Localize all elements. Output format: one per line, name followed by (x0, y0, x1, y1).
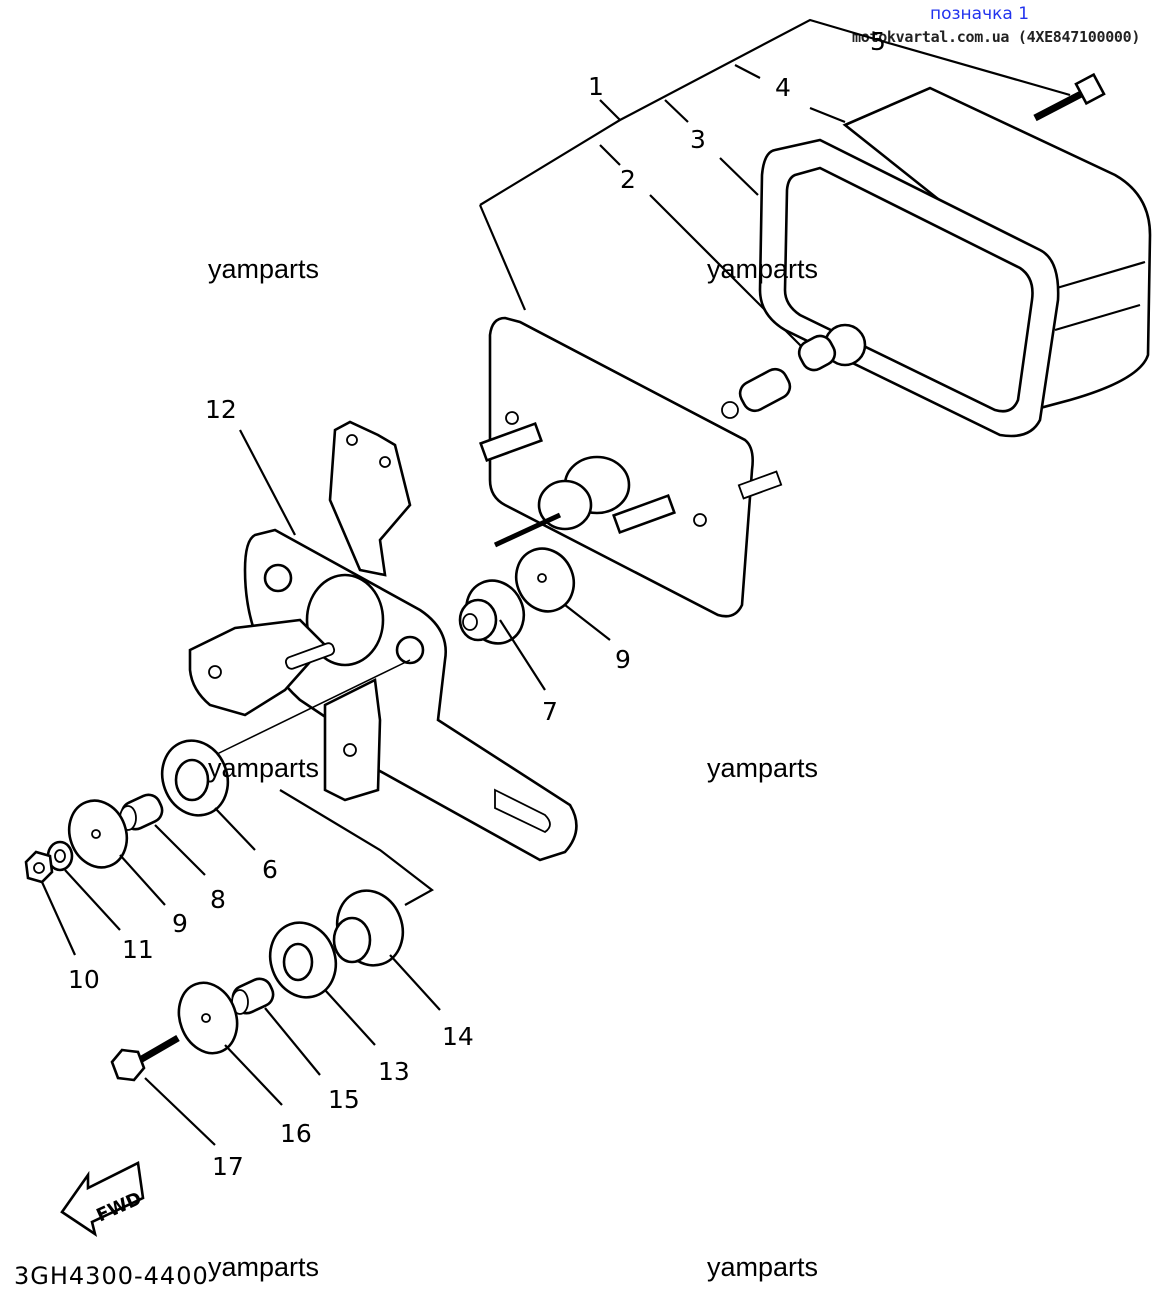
gasket-part-3 (758, 138, 1060, 438)
watermark: yamparts (208, 254, 320, 284)
watermark: yamparts (707, 254, 819, 284)
part-number-9-lower: 9 (172, 909, 188, 938)
part-number-7: 7 (542, 697, 558, 726)
grommet-part-13 (268, 921, 338, 999)
part-number-14: 14 (442, 1022, 474, 1051)
washer-part-9-upper (514, 547, 576, 613)
part-number-15: 15 (328, 1085, 360, 1114)
base-plate-part-1 (479, 316, 783, 618)
watermark: yamparts (707, 753, 819, 783)
part-number-3: 3 (690, 125, 706, 154)
part-number-labels: 1 2 3 4 5 6 7 8 9 9 10 11 12 13 14 15 16… (68, 27, 886, 1181)
part-number-1: 1 (588, 72, 604, 101)
part-number-9-upper: 9 (615, 645, 631, 674)
part-number-13: 13 (378, 1057, 410, 1086)
number-leaders (40, 604, 611, 1146)
bracket-part-12 (188, 420, 578, 862)
watermark: yamparts (208, 1252, 320, 1282)
washer-part-9-lower (67, 799, 129, 869)
part-number-11: 11 (122, 935, 154, 964)
watermark: yamparts (208, 753, 320, 783)
bulb-part-2 (721, 323, 867, 419)
lens-part-4 (842, 86, 1152, 410)
part-number-17: 17 (212, 1152, 244, 1181)
nut-part-10 (24, 850, 54, 884)
grommet-part-14 (332, 889, 405, 967)
diagram-code: 3GH4300-4400 (14, 1262, 209, 1290)
part-number-8: 8 (210, 885, 226, 914)
part-number-5: 5 (870, 27, 886, 56)
part-number-12: 12 (205, 395, 237, 424)
bolt-part-17 (110, 1034, 180, 1082)
collar-part-15 (231, 977, 275, 1015)
source-caption: motokvartal.com.ua (4XE847100000) (852, 28, 1141, 46)
part-number-10: 10 (68, 965, 100, 994)
part-number-4: 4 (775, 73, 791, 102)
part-number-2: 2 (620, 165, 636, 194)
grommet-part-7 (458, 579, 526, 645)
screw-part-5 (1033, 72, 1106, 122)
watermark: yamparts (707, 1252, 819, 1282)
part-number-16: 16 (280, 1119, 312, 1148)
grommet-part-6 (160, 739, 230, 817)
forward-direction-arrow: FWD (60, 1161, 145, 1237)
washer-part-16 (177, 981, 239, 1055)
part-number-6: 6 (262, 855, 278, 884)
diagram-label: позначка 1 (930, 4, 1030, 24)
leader-lines (239, 18, 1071, 906)
